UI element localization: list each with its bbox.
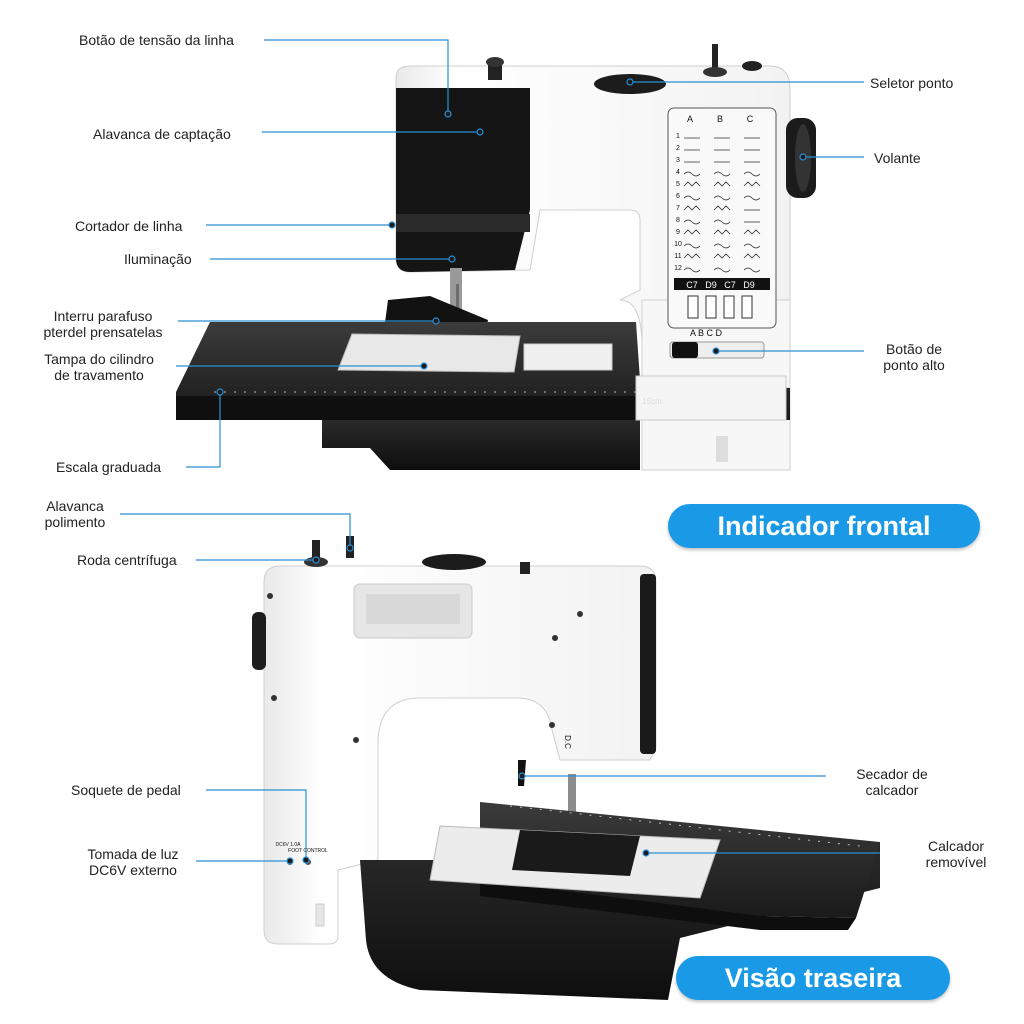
label-presser-screw-line1: Interru parafuso <box>53 308 153 324</box>
label-high-stitch-line2: ponto alto <box>883 357 945 373</box>
panel-row-1: 1 <box>676 133 680 140</box>
label-power-socket-line1: Tomada de luz <box>87 846 179 862</box>
label-bobbin-cover-line2: de travamento <box>54 367 144 383</box>
panel-mode-letters: A B C D <box>690 328 723 338</box>
label-lighting: Iluminação <box>124 251 192 267</box>
scale-mark: 15cm <box>642 397 662 406</box>
label-spool-wheel: Roda centrífuga <box>77 552 177 568</box>
label-removable-foot-line1: Calcador <box>927 838 985 854</box>
label-removable-foot: Calcador removível <box>906 838 1006 870</box>
stitch-panel-text: A B C 1 2 3 4 5 6 7 8 9 10 11 12 C7 D9 C… <box>275 114 754 854</box>
label-presser-dryer: Secador de calcador <box>838 766 946 798</box>
label-presser-dryer-line2: calcador <box>865 782 919 798</box>
panel-row-8: 8 <box>676 217 680 224</box>
label-stitch-selector: Seletor ponto <box>870 75 954 91</box>
panel-row-12: 12 <box>674 265 682 272</box>
panel-row-9: 9 <box>676 229 680 236</box>
label-bobbin-cover: Tampa do cilindro de travamento <box>20 351 178 383</box>
panel-foot-code-3: C7 <box>724 280 736 290</box>
label-presser-screw: Interru parafuso pterdel prensatelas <box>30 308 176 340</box>
panel-foot-code-4: D9 <box>743 280 755 290</box>
panel-row-4: 4 <box>676 169 680 176</box>
panel-row-5: 5 <box>676 181 680 188</box>
label-pedal-socket: Soquete de pedal <box>71 782 181 798</box>
label-power-socket: Tomada de luz DC6V externo <box>70 846 196 878</box>
label-polish-lever-line1: Alavanca <box>46 498 104 514</box>
label-thread-cutter: Cortador de linha <box>75 218 183 234</box>
dc-label: D.C <box>563 735 572 749</box>
leader-lines <box>120 39 880 865</box>
label-takeup-lever: Alavanca de captação <box>93 126 231 142</box>
stitch-patterns <box>683 137 761 273</box>
label-thread-tension-knob: Botão de tensão da linha <box>79 32 234 48</box>
panel-col-c: C <box>747 114 754 124</box>
label-bobbin-cover-line1: Tampa do cilindro <box>44 351 154 367</box>
label-presser-screw-line2: pterdel prensatelas <box>43 324 163 340</box>
panel-row-7: 7 <box>676 205 680 212</box>
label-polish-lever: Alavanca polimento <box>30 498 120 530</box>
socket-text-2: FOOT CONTROL <box>288 848 328 854</box>
label-handwheel: Volante <box>874 150 921 166</box>
panel-foot-code-1: C7 <box>686 280 698 290</box>
panel-foot-code-2: D9 <box>705 280 717 290</box>
socket-text-1: DC6V 1.0A <box>275 842 301 848</box>
panel-row-10: 10 <box>674 241 682 248</box>
back-machine <box>252 536 880 1000</box>
panel-col-b: B <box>717 114 723 124</box>
label-graduated-scale: Escala graduada <box>56 459 162 475</box>
panel-row-2: 2 <box>676 145 680 152</box>
label-high-stitch-line1: Botão de <box>885 341 943 357</box>
panel-row-6: 6 <box>676 193 680 200</box>
panel-row-3: 3 <box>676 157 680 164</box>
label-presser-dryer-line1: Secador de <box>856 766 928 782</box>
panel-col-a: A <box>687 114 693 124</box>
front-machine <box>176 44 816 471</box>
label-removable-foot-line2: removível <box>925 854 987 870</box>
panel-row-11: 11 <box>674 253 681 260</box>
badge-back-view: Visão traseira <box>676 956 950 1000</box>
label-polish-lever-line2: polimento <box>44 514 106 530</box>
label-power-socket-line2: DC6V externo <box>89 862 177 878</box>
label-high-stitch-button: Botão de ponto alto <box>866 341 962 373</box>
badge-front-view: Indicador frontal <box>668 504 980 548</box>
